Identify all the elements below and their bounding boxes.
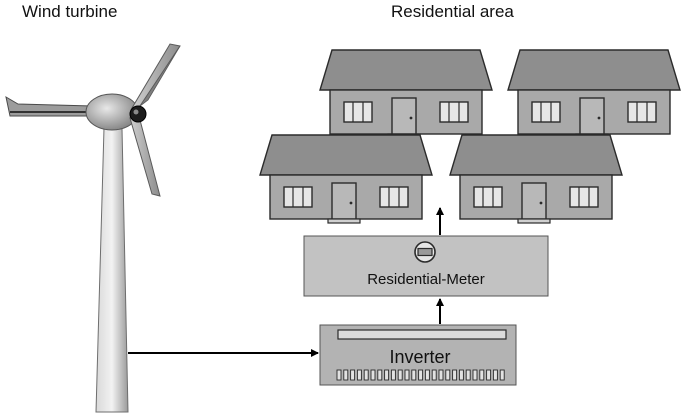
inverter-label: Inverter	[389, 347, 450, 367]
house-icon	[449, 134, 623, 224]
meter-dial-icon	[414, 241, 436, 263]
house-icon	[507, 49, 681, 139]
house-icon	[319, 49, 493, 139]
house-icon	[259, 134, 433, 224]
inverter-display-bar	[337, 329, 507, 340]
wind-turbine-title: Wind turbine	[22, 2, 117, 21]
residential-meter-label: Residential-Meter	[367, 271, 485, 288]
residential-area-title: Residential area	[391, 2, 514, 21]
inverter-vent-icon	[336, 369, 505, 381]
wind-turbine-icon	[5, 43, 181, 413]
